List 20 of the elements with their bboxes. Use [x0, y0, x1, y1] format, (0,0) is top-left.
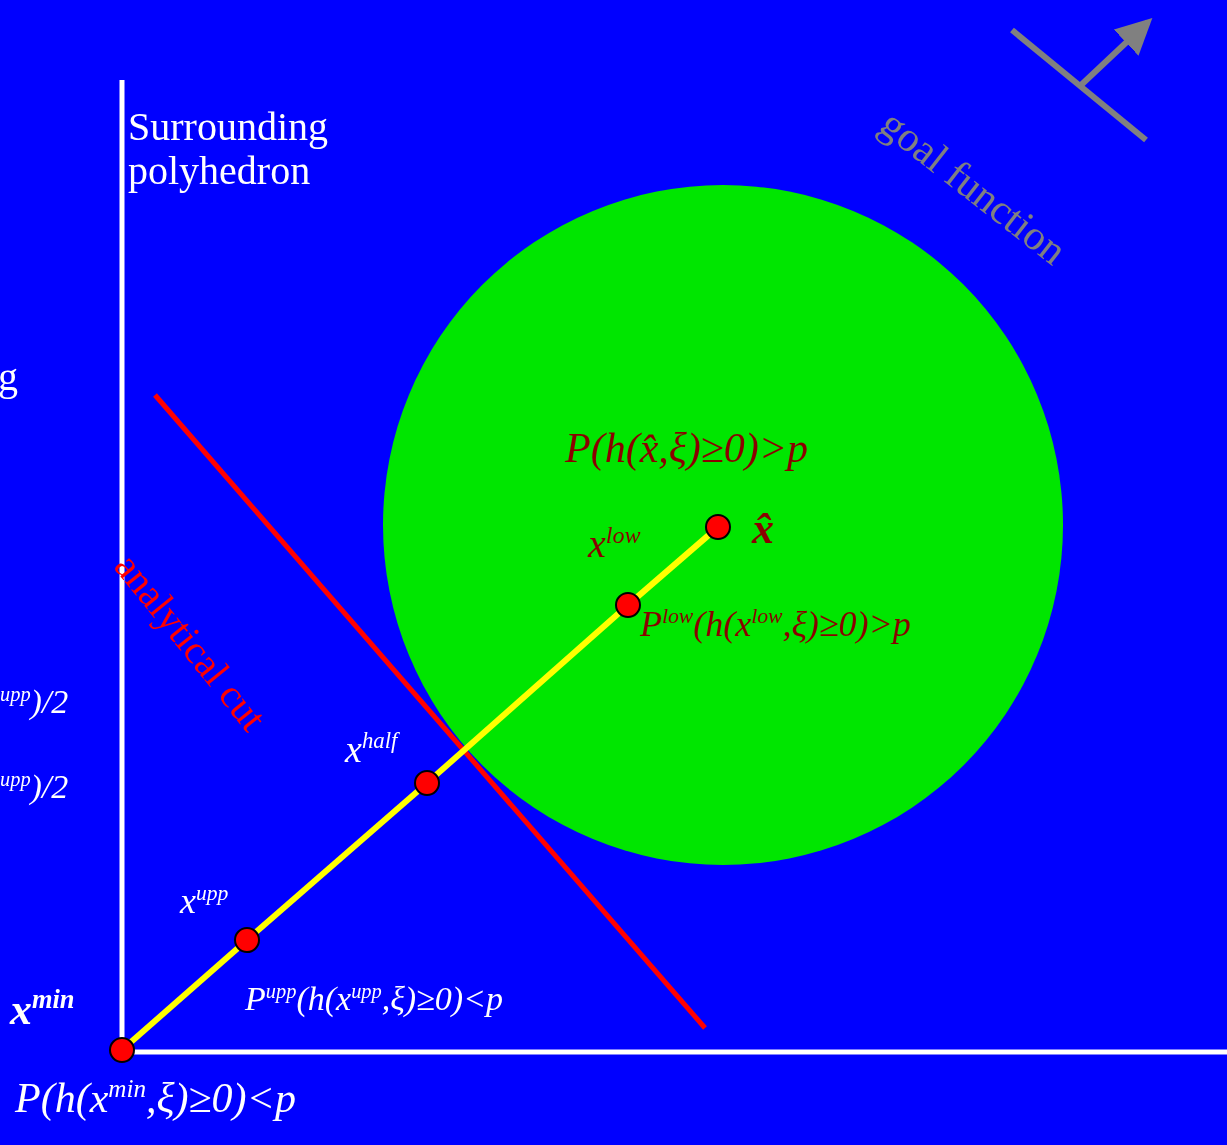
point-label: x$^{min}$: [10, 985, 75, 1035]
formula-text: P(h(x̂,ξ)≥0)>p: [565, 425, 809, 472]
formula-text: P(h(x$^{min}$,ξ)≥0)<p: [15, 1075, 296, 1122]
point-label: x$^{low}$: [588, 522, 641, 567]
cut-off-text: $^{upp}$)/2: [0, 768, 69, 806]
axis-title: Surrounding polyhedron: [128, 105, 329, 193]
line-segment: [129, 945, 240, 1045]
cut-off-text: g: [0, 355, 18, 399]
line-segment: [434, 610, 621, 778]
cut-off-text: $^{upp}$)/2: [0, 683, 69, 721]
line-segment: [635, 532, 711, 600]
point-marker: [109, 1037, 135, 1063]
point-marker: [414, 770, 440, 796]
point-label: x$^{half}$: [345, 728, 398, 771]
formula-text: P$^{low}$(h(x$^{low}$,ξ)≥0)>p: [640, 605, 911, 645]
line-segment: [254, 788, 420, 935]
formula-text: P$^{upp}$(h(x$^{upp}$,ξ)≥0)<p: [245, 980, 504, 1018]
point-label: x̂: [752, 505, 774, 554]
point-marker: [234, 927, 260, 953]
point-label: x$^{upp}$: [180, 882, 229, 922]
